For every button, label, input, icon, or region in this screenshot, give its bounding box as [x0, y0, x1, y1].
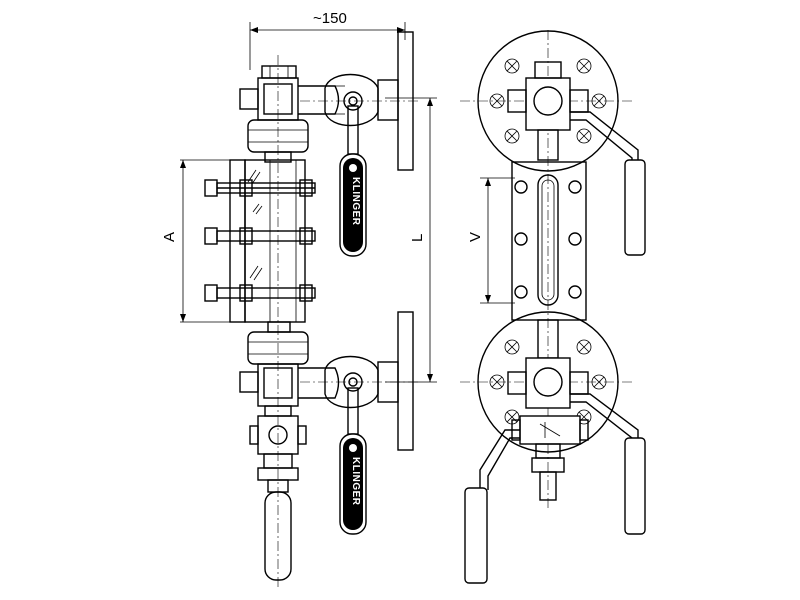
front-view — [460, 30, 646, 584]
lower-flange — [397, 311, 414, 451]
lower-flange-disc — [460, 311, 646, 535]
lower-handle-logo: KLINGER — [350, 457, 361, 506]
dimension-l-label: L — [409, 234, 426, 242]
glass-hatching — [247, 169, 263, 281]
bolt-row-middle — [204, 227, 316, 245]
bolt-row-bottom — [204, 284, 316, 302]
upper-ball-valve: KLINGER — [324, 73, 399, 257]
front-drain-valve — [464, 415, 589, 584]
lower-bolt-holes — [489, 339, 607, 425]
dimension-width: ~150 — [249, 10, 406, 70]
dimension-l: L — [385, 97, 437, 383]
dimension-v-label: V — [467, 232, 484, 242]
upper-flange — [300, 31, 420, 171]
dimension-width-label: ~150 — [313, 10, 347, 27]
drain-valve — [249, 405, 307, 581]
bolt-row-top — [204, 179, 316, 197]
front-sight-glass — [511, 161, 587, 321]
upper-valve-head — [239, 65, 345, 121]
side-view: KLINGER — [204, 31, 420, 590]
lower-valve-head — [239, 363, 420, 407]
sight-glass-body — [204, 159, 316, 323]
upper-union — [247, 119, 309, 163]
dimension-v: V — [467, 177, 515, 304]
dimension-a-label: A — [161, 232, 178, 242]
upper-handle-logo: KLINGER — [350, 177, 361, 226]
lower-ball-valve: KLINGER — [324, 355, 399, 535]
upper-flange-disc — [460, 30, 646, 256]
upper-bolt-holes — [489, 58, 607, 144]
front-bolt-heads — [514, 180, 582, 299]
